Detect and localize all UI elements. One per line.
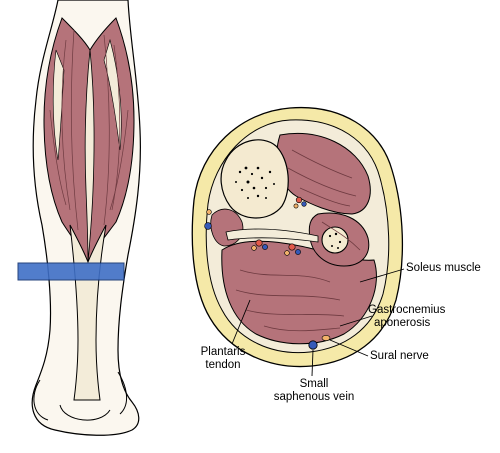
label-plantaris-line1: Plantaris [200, 346, 246, 358]
label-sural-nerve: Sural nerve [370, 350, 429, 362]
cross-section [191, 106, 404, 368]
label-gastrocnemius-aponerosis: Gastrocnemius aponerosis [368, 304, 445, 330]
label-plantaris-tendon: Plantaris tendon [180, 346, 266, 372]
leg-illustration [17, 0, 141, 436]
heel-outline [59, 404, 111, 421]
label-soleus-muscle: Soleus muscle [406, 262, 481, 274]
label-gastroc-line2: aponerosis [374, 317, 431, 329]
medial-head-highlight [52, 49, 65, 161]
lateral-head-highlight [103, 38, 122, 151]
label-gastroc-line1: Gastrocnemius [368, 304, 446, 316]
cross-section-band [17, 262, 125, 281]
muscle-striations [49, 29, 129, 231]
leader-lines [231, 268, 405, 377]
tibia-marrow [235, 166, 275, 199]
section-striations [235, 149, 361, 332]
fibula-marrow [328, 232, 342, 249]
label-plantaris-line2: tendon [205, 359, 241, 371]
label-saphenous-line2: saphenous vein [273, 391, 355, 403]
fibula [321, 226, 349, 254]
label-saphenous-line1: Small [299, 378, 329, 390]
sural-nerve-mark [321, 335, 331, 341]
neurovascular-bundles [204, 196, 307, 256]
tibia [220, 139, 289, 219]
label-small-saphenous-vein: Small saphenous vein [262, 378, 366, 404]
ankle-outline [33, 371, 127, 421]
small-saphenous-vein-mark [308, 340, 318, 350]
intermuscular-septum [225, 228, 319, 243]
